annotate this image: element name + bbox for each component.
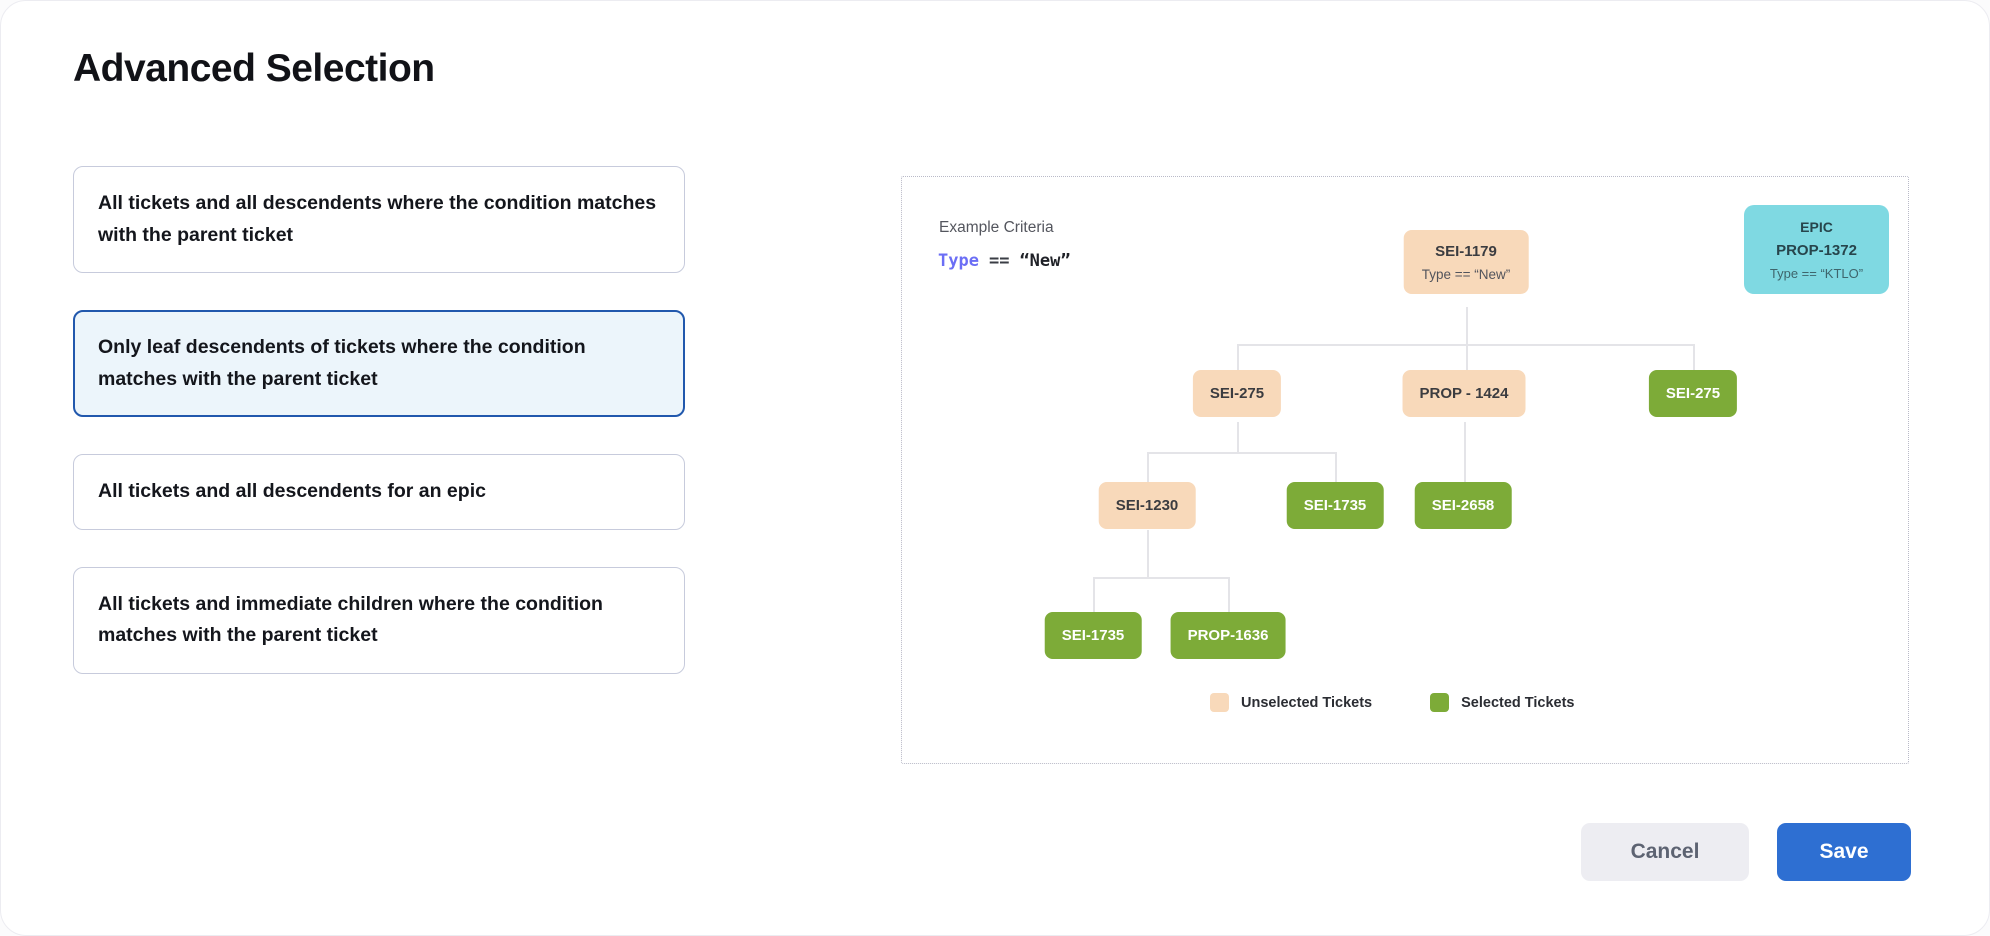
page-title: Advanced Selection — [73, 47, 435, 90]
ticket-id: SEI-1179 — [1435, 243, 1497, 260]
tree-edge — [1237, 422, 1239, 452]
example-panel: Example Criteria Type == “New” SEI-1179 Ty… — [901, 176, 1909, 764]
tree-edge — [1147, 530, 1149, 577]
epic-card: EPIC PROP-1372 Type == “KTLO” — [1744, 205, 1889, 294]
legend-item-unselected: Unselected Tickets — [1210, 693, 1372, 712]
tree-edge — [1464, 422, 1466, 482]
legend: Unselected Tickets Selected Tickets — [1210, 693, 1619, 712]
ticket-node: SEI-1735 — [1044, 612, 1142, 659]
selected-swatch-icon — [1430, 693, 1450, 712]
epic-criteria: Type == “KTLO” — [1769, 266, 1864, 281]
ticket-node: PROP - 1424 — [1402, 370, 1526, 417]
criteria-value: “New” — [1019, 251, 1071, 271]
unselected-swatch-icon — [1210, 693, 1229, 712]
option-all-descendents-condition[interactable]: All tickets and all descendents where th… — [73, 166, 685, 274]
legend-item-selected: Selected Tickets — [1430, 693, 1575, 712]
ticket-node: SEI-275 — [1192, 370, 1282, 417]
tree-edge — [1466, 344, 1468, 370]
example-heading: Example Criteria — [939, 219, 1054, 236]
ticket-node-root: SEI-1179 Type == “New” — [1403, 230, 1529, 294]
epic-type-label: EPIC — [1800, 219, 1833, 235]
tree-edge — [1093, 577, 1229, 579]
ticket-node: SEI-1230 — [1098, 482, 1196, 529]
tree-edge — [1693, 344, 1695, 370]
example-criteria-expression: Type == “New” — [938, 251, 1071, 271]
criteria-operator: == — [988, 251, 1010, 271]
tree-edge — [1335, 452, 1337, 482]
option-immediate-children-condition[interactable]: All tickets and immediate children where… — [73, 566, 685, 675]
save-button[interactable]: Save — [1777, 823, 1911, 881]
tree-edge — [1237, 344, 1239, 370]
ticket-node: PROP-1636 — [1170, 612, 1286, 659]
ticket-criteria: Type == “New” — [1421, 267, 1511, 282]
tree-edge — [1093, 577, 1095, 612]
legend-label: Selected Tickets — [1461, 694, 1575, 711]
legend-label: Unselected Tickets — [1241, 694, 1373, 711]
ticket-node: SEI-1735 — [1286, 482, 1384, 529]
ticket-node: SEI-275 — [1648, 370, 1738, 417]
epic-id: PROP-1372 — [1776, 242, 1857, 259]
cancel-button[interactable]: Cancel — [1581, 823, 1749, 881]
tree-edge — [1466, 307, 1468, 344]
tree-edge — [1237, 344, 1694, 346]
tree-edge — [1147, 452, 1336, 454]
option-all-descendents-epic[interactable]: All tickets and all descendents for an e… — [73, 454, 685, 530]
selection-options-list: All tickets and all descendents where th… — [73, 166, 685, 711]
criteria-field: Type — [938, 251, 979, 271]
ticket-node: SEI-2658 — [1414, 482, 1512, 529]
tree-edge — [1147, 452, 1149, 482]
option-leaf-descendents-condition[interactable]: Only leaf descendents of tickets where t… — [73, 310, 685, 418]
tree-edge — [1228, 577, 1230, 612]
